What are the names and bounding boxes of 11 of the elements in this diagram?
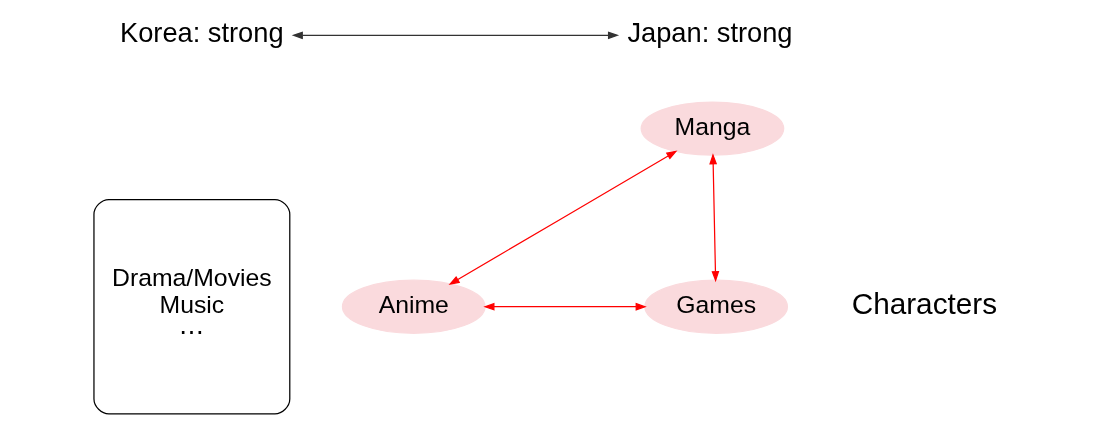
node-text: Japan: strong bbox=[627, 17, 793, 49]
node-ellipse: Manga bbox=[640, 101, 785, 156]
label: Characters bbox=[851, 287, 998, 321]
node-ellipse: Anime bbox=[341, 279, 486, 334]
node-text: Korea: strong bbox=[119, 17, 284, 49]
node-box: Drama/Movies Music ⋯ bbox=[93, 198, 291, 415]
arrow bbox=[291, 31, 620, 40]
arrow bbox=[483, 302, 647, 311]
arrow bbox=[448, 150, 678, 285]
node-ellipse: Games bbox=[644, 279, 789, 334]
arrow bbox=[709, 153, 720, 283]
